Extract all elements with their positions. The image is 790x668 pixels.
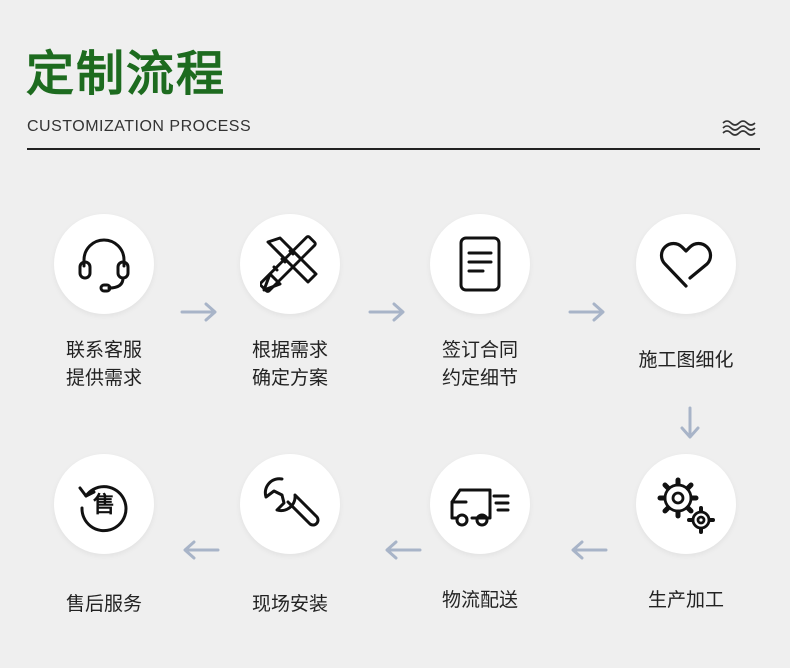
step-7-label: 现场安装 bbox=[251, 593, 328, 615]
gears-icon bbox=[657, 477, 715, 534]
arrow-right-icon bbox=[568, 300, 608, 324]
pencil-ruler-icon bbox=[260, 235, 318, 293]
delivery-truck-icon bbox=[450, 488, 510, 527]
heart-icon bbox=[659, 241, 713, 288]
step-2-label: 根据需求确定方案 bbox=[251, 339, 328, 389]
step-6-label: 物流配送 bbox=[441, 589, 518, 611]
step-4-circle bbox=[636, 214, 736, 314]
step-8-circle: 售 bbox=[54, 454, 154, 554]
step-8-label: 售后服务 bbox=[65, 593, 142, 615]
after-sales-icon: 售 bbox=[78, 485, 128, 533]
arrow-right-icon bbox=[368, 300, 408, 324]
arrow-left-icon bbox=[568, 538, 608, 562]
arrow-right-icon bbox=[180, 300, 220, 324]
step-5-circle bbox=[636, 454, 736, 554]
step-1-circle bbox=[54, 214, 154, 314]
document-icon bbox=[459, 236, 501, 292]
step-2-circle bbox=[240, 214, 340, 314]
page-title: 定制流程 bbox=[26, 46, 227, 102]
step-1-label: 联系客服提供需求 bbox=[65, 339, 142, 389]
wrench-icon bbox=[263, 477, 320, 527]
page-subtitle: CUSTOMIZATION PROCESS bbox=[27, 118, 252, 135]
headset-icon bbox=[78, 238, 130, 293]
header-divider bbox=[27, 148, 760, 150]
step-7-circle bbox=[240, 454, 340, 554]
step-6-circle bbox=[430, 454, 530, 554]
svg-text:售: 售 bbox=[93, 492, 115, 518]
arrow-down-icon bbox=[670, 406, 710, 440]
waves-icon bbox=[722, 120, 756, 136]
step-5-label: 生产加工 bbox=[647, 589, 724, 611]
step-3-circle bbox=[430, 214, 530, 314]
step-3-label: 签订合同约定细节 bbox=[441, 339, 518, 389]
step-4-label: 施工图细化 bbox=[638, 349, 734, 371]
arrow-left-icon bbox=[180, 538, 220, 562]
arrow-left-icon bbox=[382, 538, 422, 562]
